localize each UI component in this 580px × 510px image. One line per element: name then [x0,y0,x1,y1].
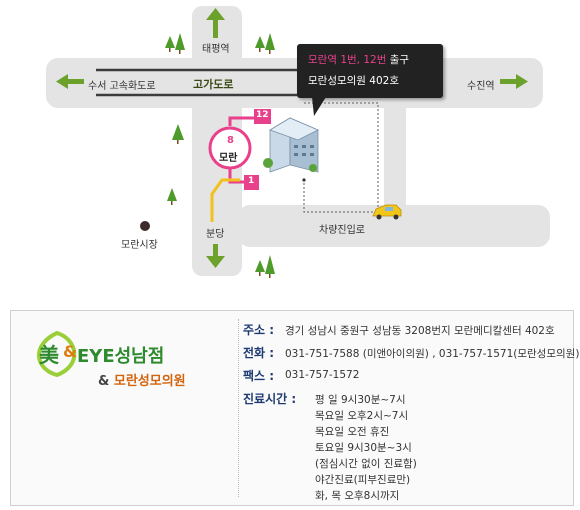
map-graphic [46,6,550,278]
route-dotted [303,102,379,213]
logo-name: EYE성남점 [77,346,165,367]
exit-1-label: 1 [248,176,255,186]
car-icon [372,204,402,220]
callout-clinic-line: 모란성모의원 402호 [308,75,399,87]
exit-1-badge [244,175,259,190]
arrow-west-icon [56,74,84,89]
callout-exit-numbers: 모란역 1번, 12번 [308,54,387,66]
logo-char: 美 [39,343,59,367]
bottom-road [238,205,550,247]
fax-label: 팩스 : [243,369,275,383]
logo-amp: & [63,342,77,361]
exit-12-badge [254,109,271,124]
phone-value: 031-751-7588 (미앤아이의원) , 031-757-1571(모란성… [285,348,580,360]
callout-exit-line: 모란역 1번, 12번 출구 [308,52,409,67]
address-value: 경기 성남시 중원구 성남동 3208번지 모란메디칼센터 402호 [285,325,555,337]
station-circle [208,126,252,170]
market-label: 모란시장 [121,240,158,251]
location-map: 태평역 수서 고속화도로 수진역 고가도로 분당 모란시장 차량진입로 8 모란… [46,6,550,278]
arrow-east-icon [500,74,528,89]
north-station-label: 태평역 [202,44,230,55]
address-label: 주소 : [243,323,275,337]
hours-line: 평 일 9시30분~7시 [315,394,406,406]
driveway-label: 차량진입로 [319,225,365,236]
arrow-north-icon [206,8,225,38]
right-vertical-road [384,100,406,220]
subway-exit-line-1 [228,168,245,184]
hours-line: (점심시간 없이 진료함) [315,458,417,470]
callout-exit-suffix: 출구 [386,54,410,66]
subway-yellow-line [210,178,240,222]
east-station-label: 수진역 [467,81,495,92]
hours-line: 목요일 오전 휴진 [315,426,390,438]
fax-value: 031-757-1572 [285,369,360,381]
hours-line: 야간진료(피부진료만) [315,474,411,486]
hours-line: 토요일 9시30분~3시 [315,442,412,454]
hours-line: 화, 목 오후8시까지 [315,490,400,502]
logo-sub-name: 모란성모의원 [113,374,186,389]
south-direction-label: 분당 [206,229,225,240]
hospital-building-icon [263,117,319,182]
logo-subtitle: & 모란성모의원 [98,370,186,389]
market-marker-icon [140,221,150,231]
station-name: 모란 [219,153,238,164]
logo-emblem-icon [37,330,77,378]
elevated-road-label: 고가도로 [193,78,234,91]
location-callout: 모란역 1번, 12번 출구 모란성모의원 402호 [297,44,443,98]
hours-line: 목요일 오후2시~7시 [315,410,409,422]
logo-sub-amp: & [98,374,114,389]
hours-label: 진료시간 : [243,392,297,406]
phone-label: 전화 : [243,346,275,360]
info-divider [238,319,239,497]
exit-12-label: 12 [256,110,269,120]
subway-exit-line-12 [228,116,254,126]
tree-icon [165,33,275,274]
arrow-south-icon [206,244,225,268]
station-number: 8 [227,135,234,146]
west-road-label: 수서 고속화도로 [88,81,156,92]
clinic-info-box: 美 & EYE성남점 & 모란성모의원 주소 : 경기 성남시 중원구 성남동 … [10,310,579,506]
